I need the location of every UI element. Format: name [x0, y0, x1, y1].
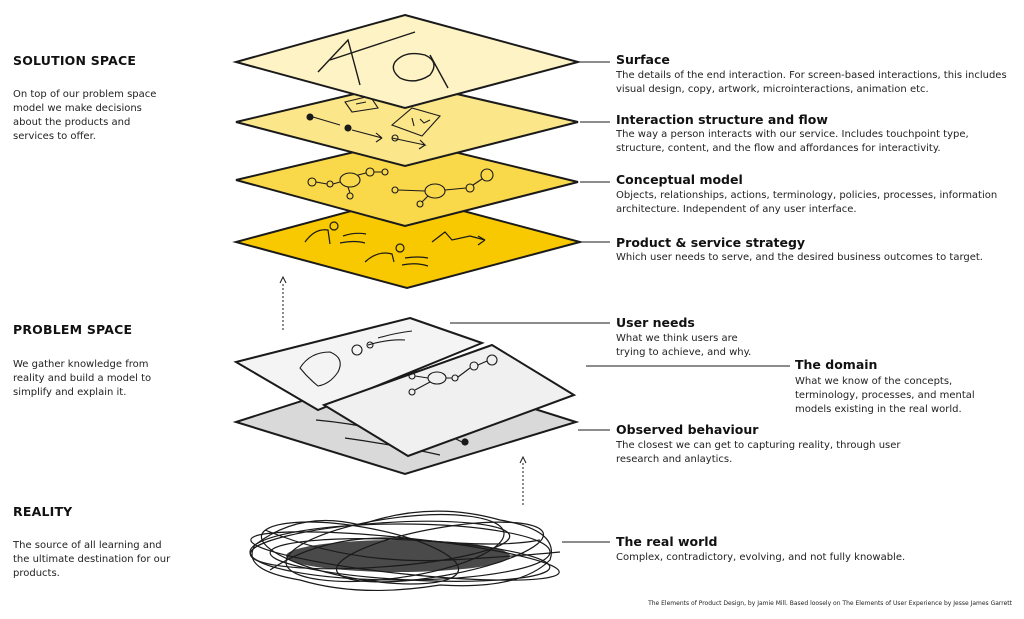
interaction-title: Interaction structure and flow: [616, 112, 828, 127]
observed-desc: The closest we can get to capturing real…: [616, 440, 901, 465]
surface-plane-shape: [232, 13, 582, 110]
conceptual-desc: Objects, relationships, actions, termino…: [616, 190, 998, 215]
real-world-desc: Complex, contradictory, evolving, and no…: [616, 552, 906, 563]
conceptual-title: Conceptual model: [616, 172, 743, 187]
interaction-plane: [235, 80, 579, 168]
surface-type-scribble: [317, 31, 449, 89]
domain-plane-shape: [321, 343, 577, 458]
strategy-desc: Which user needs to serve, and the desir…: [616, 252, 983, 263]
strategy-plane-shape: [232, 194, 584, 290]
reality-desc: The source of all learning and the ultim…: [13, 540, 171, 579]
interaction-desc: The way a person interacts with our serv…: [616, 129, 969, 154]
conceptual-plane-shape: [235, 138, 579, 228]
strategy-title: Product & service strategy: [616, 235, 806, 250]
user-needs-plane: [233, 316, 485, 412]
interaction-flow-scribble: [306, 95, 441, 150]
dotted-arrow-lower: [519, 455, 527, 505]
problem-space-title: PROBLEM SPACE: [13, 322, 133, 337]
reality-title: REALITY: [13, 504, 73, 519]
domain-network-scribble: [408, 354, 498, 396]
user-needs-desc: What we think users are trying to achiev…: [616, 333, 752, 358]
user-needs-title: User needs: [616, 315, 695, 330]
real-world-title: The real world: [616, 534, 718, 549]
credit-footnote: The Elements of Product Design, by Jamie…: [648, 600, 1012, 607]
observed-title: Observed behaviour: [616, 422, 759, 437]
conceptual-plane: [235, 138, 579, 228]
strategy-plane: [232, 194, 584, 290]
surface-title: Surface: [616, 52, 670, 67]
solution-space-title: SOLUTION SPACE: [13, 53, 137, 68]
user-needs-scribbles: [299, 330, 413, 387]
problem-space-desc: We gather knowledge from reality and bui…: [13, 359, 152, 398]
domain-desc: What we know of the concepts, terminolog…: [795, 376, 975, 415]
interaction-plane-shape: [235, 80, 579, 168]
solution-space-desc: On top of our problem space model we mak…: [13, 89, 157, 142]
real-world-shadow: [286, 540, 510, 572]
real-world-scribble: [249, 510, 561, 592]
user-needs-plane-shape: [233, 316, 485, 412]
domain-title: The domain: [795, 357, 878, 372]
leader-lines: [450, 61, 790, 543]
dotted-arrow-upper: [279, 275, 287, 330]
conceptual-network-scribble: [307, 167, 494, 208]
strategy-scribbles: [304, 221, 486, 267]
domain-plane: [321, 343, 577, 458]
surface-desc: The details of the end interaction. For …: [616, 70, 1007, 95]
surface-plane: [232, 13, 582, 110]
